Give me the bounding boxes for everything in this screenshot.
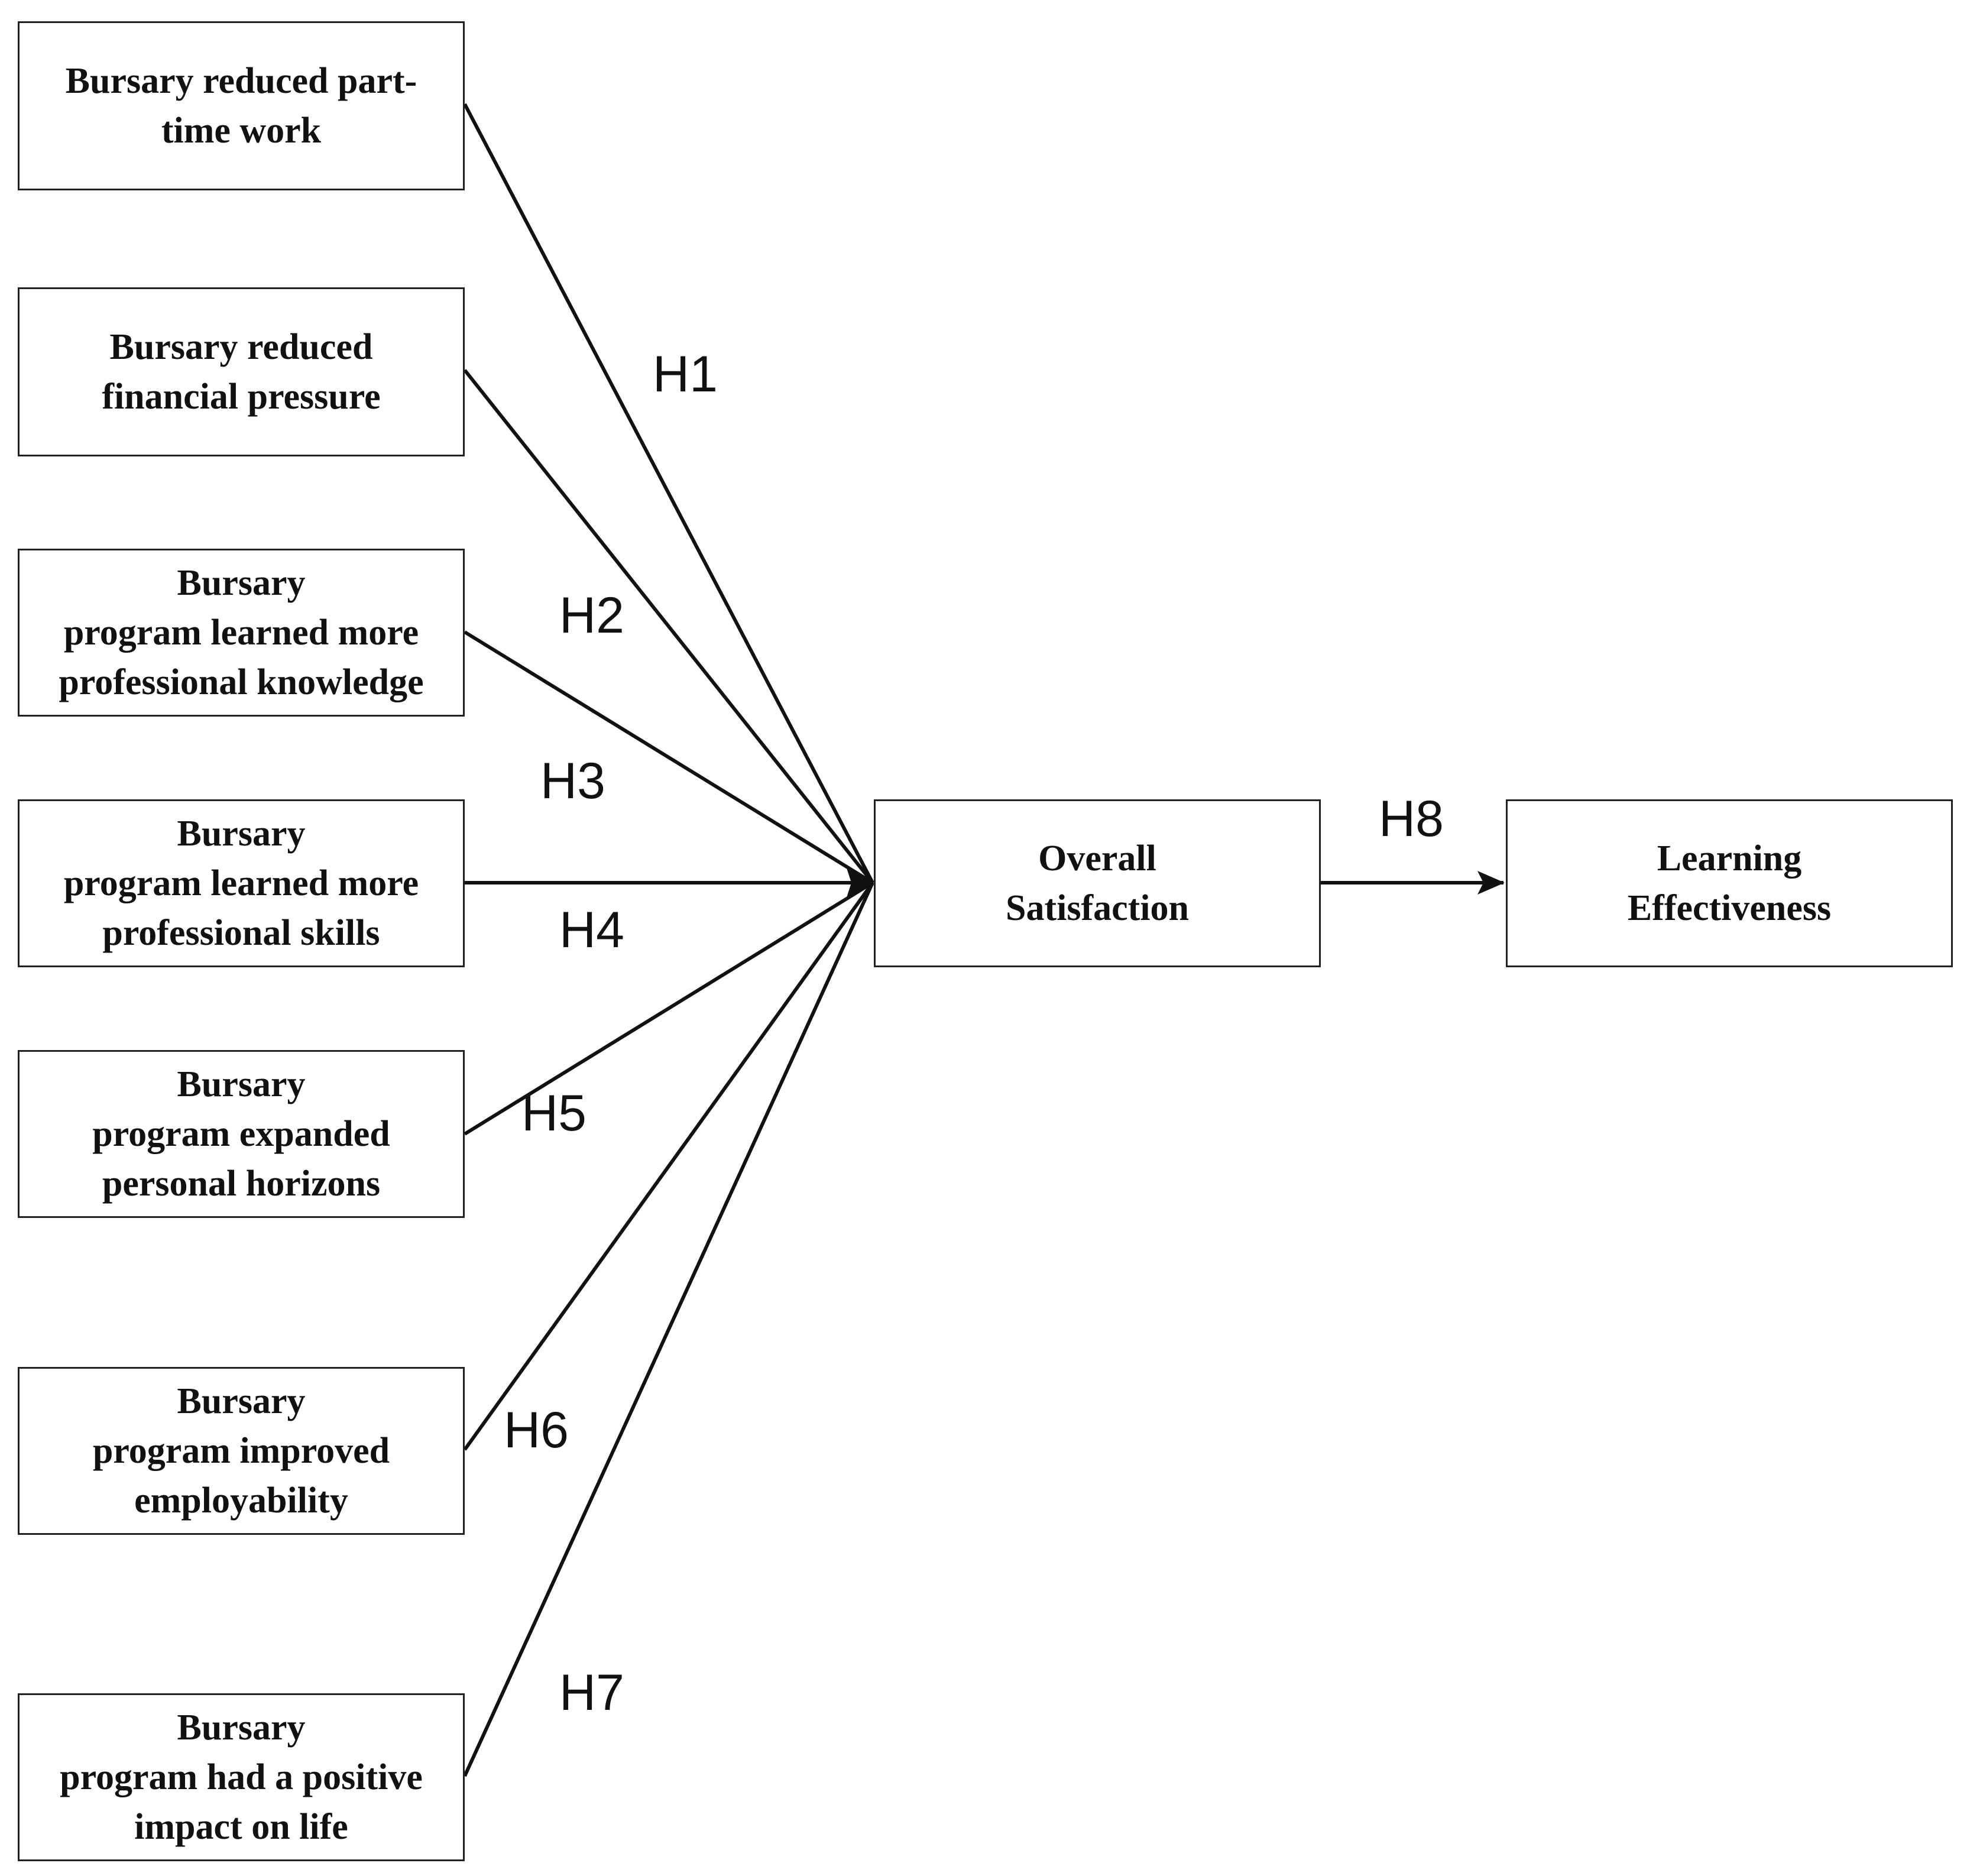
convergence-arrowhead	[845, 864, 874, 901]
hypothesis-label-h2: H2	[559, 587, 624, 644]
node-financial-pressure: Bursary reduced financial pressure	[18, 287, 465, 456]
edge-h6	[463, 882, 874, 1451]
edge-h1	[463, 103, 874, 884]
node-professional-knowledge: Bursary program learned more professiona…	[18, 549, 465, 717]
node-positive-impact-label: Bursary program had a positive impact on…	[60, 1707, 423, 1847]
hypothesis-label-h7: H7	[559, 1664, 624, 1721]
hypothesis-label-h8: H8	[1379, 790, 1444, 847]
hypothesis-label-h3: H3	[540, 753, 605, 809]
node-learning-effectiveness: Learning Effectiveness	[1506, 799, 1953, 967]
hypothesis-label-h5: H5	[521, 1085, 586, 1142]
edge-h7	[463, 882, 874, 1777]
node-overall-satisfaction: Overall Satisfaction	[874, 799, 1321, 967]
node-professional-knowledge-label: Bursary program learned more professiona…	[59, 563, 424, 702]
node-financial-pressure-label: Bursary reduced financial pressure	[102, 327, 381, 417]
hypothesis-label-h4: H4	[559, 902, 624, 958]
node-positive-impact: Bursary program had a positive impact on…	[18, 1693, 465, 1861]
edge-h5	[464, 881, 874, 1136]
node-learning-effectiveness-label: Learning Effectiveness	[1627, 838, 1832, 928]
hypothesis-label-h6: H6	[504, 1402, 569, 1459]
edge-h3	[464, 630, 874, 884]
node-overall-satisfaction-label: Overall Satisfaction	[1006, 838, 1189, 928]
node-part-time-work: Bursary reduced part- time work	[18, 21, 465, 190]
node-employability-label: Bursary program improved employability	[92, 1381, 390, 1521]
edge-h2	[463, 369, 874, 884]
node-personal-horizons-label: Bursary program expanded personal horizo…	[92, 1064, 390, 1204]
node-employability: Bursary program improved employability	[18, 1367, 465, 1535]
node-personal-horizons: Bursary program expanded personal horizo…	[18, 1050, 465, 1218]
node-professional-skills: Bursary program learned more professiona…	[18, 799, 465, 967]
node-professional-skills-label: Bursary program learned more professiona…	[63, 814, 419, 953]
node-part-time-work-label: Bursary reduced part- time work	[65, 61, 417, 151]
hypothesis-label-h1: H1	[653, 346, 718, 403]
